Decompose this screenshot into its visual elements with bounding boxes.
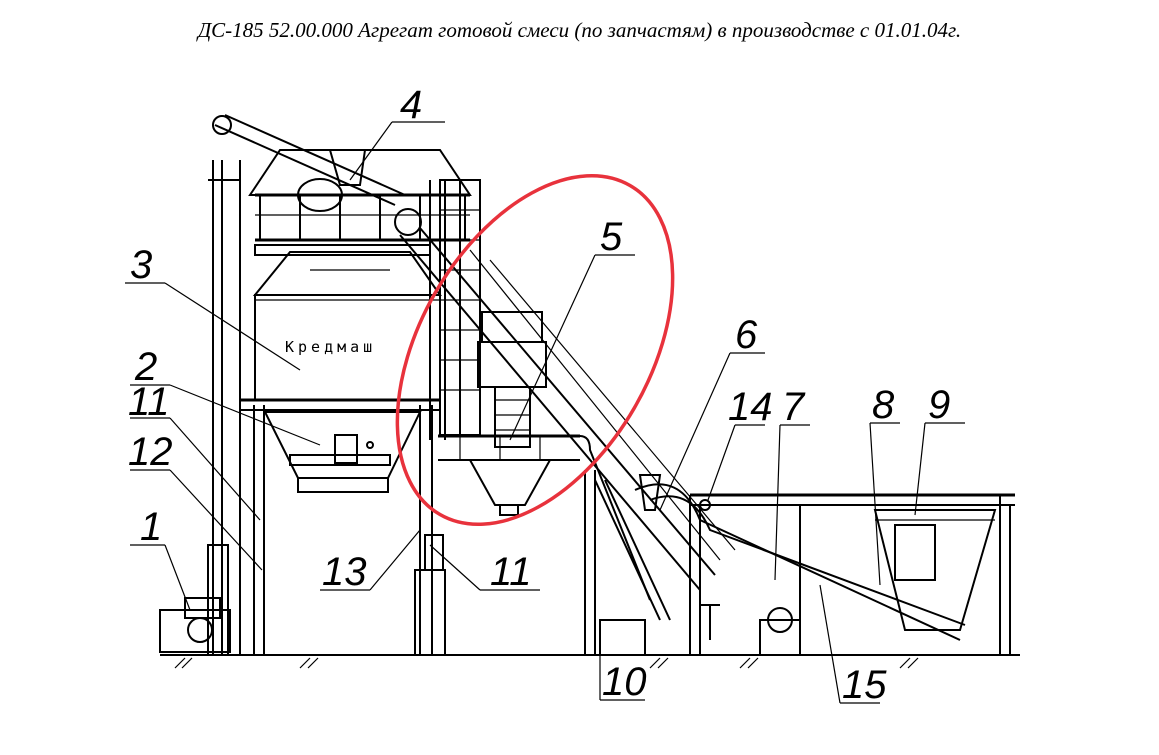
left-column: [207, 160, 240, 656]
mid-platform: [438, 434, 651, 601]
label-4: 4: [400, 83, 422, 127]
label-14: 14: [728, 385, 773, 429]
label-13: 13: [322, 550, 367, 594]
label-10: 10: [602, 660, 647, 704]
main-frame: [239, 160, 446, 656]
label-5: 5: [600, 215, 623, 259]
leader-lines: [125, 121, 965, 704]
brand-label: Кредмаш: [285, 338, 376, 356]
drawing-title: ДС-185 52.00.000 Агрегат готовой смеси (…: [197, 18, 962, 42]
motor-unit: [159, 597, 231, 653]
label-9: 9: [928, 383, 950, 427]
label-12: 12: [128, 430, 173, 474]
label-11-left: 11: [128, 380, 170, 424]
label-3: 3: [130, 243, 152, 287]
details: [424, 499, 720, 640]
hopper-3: Кредмаш: [252, 251, 442, 401]
label-1: 1: [140, 505, 162, 549]
label-11-right: 11: [490, 550, 532, 594]
label-7: 7: [782, 385, 806, 429]
inclined-elevator: [399, 227, 736, 591]
label-2: 2: [134, 345, 157, 389]
hopper-2: [263, 411, 422, 493]
label-15: 15: [842, 663, 887, 707]
right-frame: [689, 493, 1015, 656]
top-conveyor: [212, 114, 422, 236]
label-8: 8: [872, 383, 895, 427]
dosing-unit-5: [468, 311, 552, 516]
label-6: 6: [735, 313, 758, 357]
stair-10: [584, 470, 671, 656]
ground: [160, 654, 1020, 669]
hopper-9: [873, 509, 997, 631]
highlight-ellipse: [395, 173, 675, 527]
